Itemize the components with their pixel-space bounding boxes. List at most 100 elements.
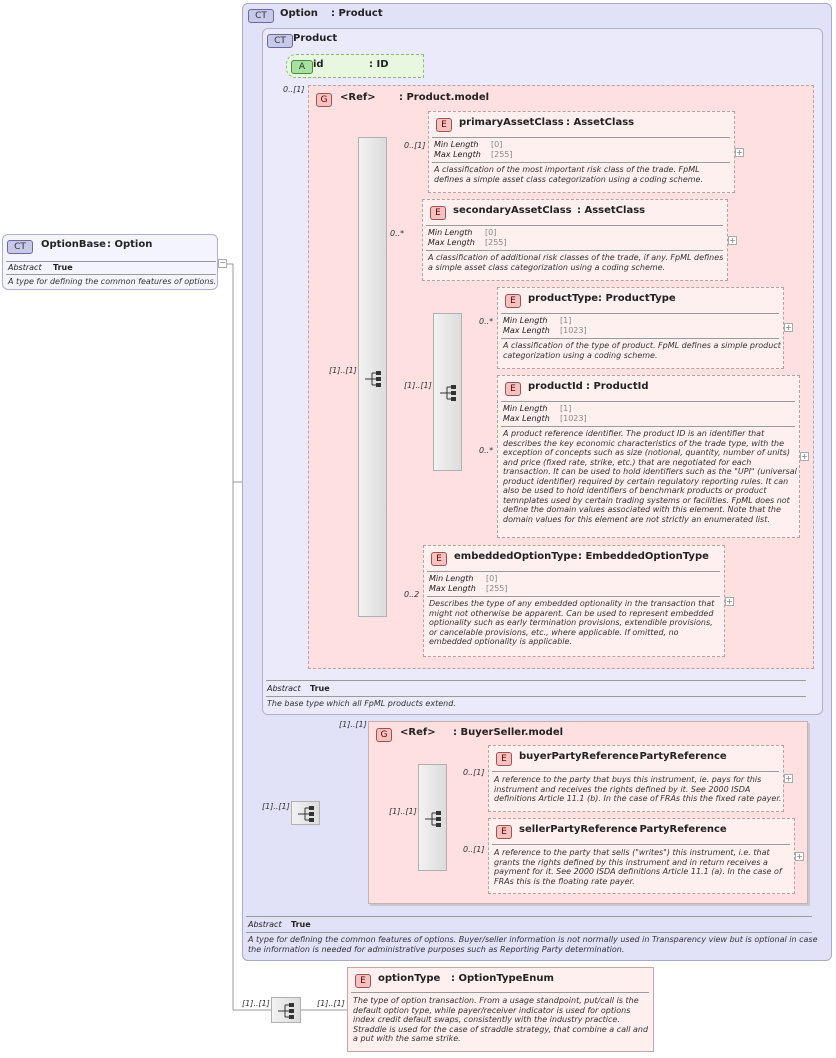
abstract-label: Abstract bbox=[248, 920, 282, 929]
element-name: sellerPartyReference bbox=[519, 824, 638, 835]
abstract-value: True bbox=[310, 684, 330, 693]
seller-party-reference-element[interactable]: E sellerPartyReference : PartyReference … bbox=[488, 818, 795, 894]
product-id-element[interactable]: E productId : ProductId Min Length [1] M… bbox=[497, 375, 800, 538]
buyer-seller-sequence[interactable] bbox=[418, 764, 447, 871]
option-type-cardinality: [1]..[1] bbox=[317, 999, 345, 1008]
option-base-name: OptionBase bbox=[41, 239, 106, 250]
element-description: A classification of the type of product.… bbox=[503, 341, 781, 360]
element-name: productType bbox=[528, 293, 599, 304]
option-type-element[interactable]: E optionType : OptionTypeEnum The type o… bbox=[347, 967, 654, 1052]
min-length-value: [1] bbox=[560, 404, 572, 413]
embedded-option-type-cardinality: 0..2 bbox=[404, 590, 420, 599]
element-name: primaryAssetClass bbox=[459, 117, 564, 128]
element-type: : AssetClass bbox=[577, 205, 646, 216]
product-name: Product bbox=[293, 33, 338, 44]
element-type: : AssetClass bbox=[566, 117, 635, 128]
secondary-asset-class-element[interactable]: E secondaryAssetClass : AssetClass Min L… bbox=[422, 199, 728, 281]
element-icon: E bbox=[505, 382, 521, 396]
product-id-sequence[interactable] bbox=[433, 313, 462, 471]
option-type-outer-cardinality: [1]..[1] bbox=[242, 999, 270, 1008]
product-model-sequence[interactable] bbox=[358, 137, 387, 617]
element-name: productId bbox=[528, 381, 583, 392]
complex-type-icon: CT bbox=[7, 240, 33, 254]
option-name: Option bbox=[280, 8, 318, 19]
option-base-type: : Option bbox=[107, 239, 153, 250]
buyer-seller-outer-sequence[interactable] bbox=[291, 801, 320, 825]
primary-asset-class-cardinality: 0..[1] bbox=[404, 141, 426, 150]
group-ref: <Ref> bbox=[400, 727, 436, 738]
element-type: : PartyReference bbox=[632, 751, 727, 762]
element-icon: E bbox=[430, 206, 446, 220]
abstract-label: Abstract bbox=[8, 263, 42, 272]
abstract-value: True bbox=[53, 263, 73, 272]
max-length-value: [255] bbox=[485, 238, 507, 247]
inner-sequence-cardinality: [1]..[1] bbox=[404, 381, 432, 390]
group-icon: G bbox=[376, 728, 392, 742]
max-length-label: Max Length bbox=[428, 238, 475, 247]
element-icon: E bbox=[496, 825, 512, 839]
min-length-label: Min Length bbox=[503, 316, 548, 325]
min-length-value: [0] bbox=[491, 140, 503, 149]
max-length-value: [1023] bbox=[560, 326, 587, 335]
element-description: A product reference identifier. The prod… bbox=[503, 429, 797, 524]
sequence-icon bbox=[425, 811, 441, 827]
collapse-toggle-icon[interactable]: − bbox=[218, 258, 227, 268]
group-ref: <Ref> bbox=[340, 92, 376, 103]
min-length-value: [0] bbox=[485, 228, 497, 237]
min-length-label: Min Length bbox=[429, 574, 474, 583]
id-attribute-box[interactable]: A id : ID bbox=[286, 54, 424, 78]
secondary-asset-class-cardinality: 0..* bbox=[390, 229, 405, 238]
id-attribute-name: id bbox=[313, 59, 324, 70]
max-length-label: Max Length bbox=[503, 414, 550, 423]
min-length-label: Min Length bbox=[434, 140, 479, 149]
max-length-value: [1023] bbox=[560, 414, 587, 423]
min-length-value: [0] bbox=[486, 574, 498, 583]
expand-icon[interactable]: + bbox=[735, 148, 744, 157]
buyer-seller-model-name: : BuyerSeller.model bbox=[453, 727, 564, 738]
buyer-seller-sequence-cardinality: [1]..[1] bbox=[389, 807, 417, 816]
expand-icon[interactable]: + bbox=[725, 597, 734, 606]
product-description: The base type which all FpML products ex… bbox=[267, 699, 456, 708]
product-type-element[interactable]: E productType : ProductType Min Length [… bbox=[497, 287, 784, 369]
element-name: optionType bbox=[378, 973, 441, 984]
min-length-value: [1] bbox=[560, 316, 572, 325]
primary-asset-class-element[interactable]: E primaryAssetClass : AssetClass Min Len… bbox=[428, 111, 735, 193]
expand-icon[interactable]: + bbox=[800, 452, 809, 461]
buyer-seller-model-cardinality: [1]..[1] bbox=[339, 720, 367, 729]
embedded-option-type-element[interactable]: E embeddedOptionType : EmbeddedOptionTyp… bbox=[423, 545, 725, 657]
element-description: A reference to the party that sells ("wr… bbox=[494, 848, 782, 886]
element-type: : EmbeddedOptionType bbox=[578, 551, 709, 562]
sequence-icon bbox=[365, 371, 381, 387]
group-icon: G bbox=[316, 93, 332, 107]
element-description: A classification of the most important r… bbox=[434, 165, 704, 184]
element-type: : ProductType bbox=[598, 293, 676, 304]
product-type-cardinality: 0..* bbox=[479, 317, 494, 326]
expand-icon[interactable]: + bbox=[728, 236, 737, 245]
sequence-icon bbox=[440, 385, 456, 401]
expand-icon[interactable]: + bbox=[784, 323, 793, 332]
max-length-value: [255] bbox=[486, 584, 508, 593]
buyer-party-reference-element[interactable]: E buyerPartyReference : PartyReference A… bbox=[488, 745, 784, 812]
product-model-cardinality: 0..[1] bbox=[283, 85, 305, 94]
sequence-icon bbox=[278, 1003, 294, 1019]
option-type: : Product bbox=[331, 8, 383, 19]
max-length-label: Max Length bbox=[429, 584, 476, 593]
element-name: buyerPartyReference bbox=[519, 751, 639, 762]
element-icon: E bbox=[496, 752, 512, 766]
buyer-party-reference-cardinality: 0..[1] bbox=[463, 768, 485, 777]
option-type-sequence[interactable] bbox=[271, 997, 301, 1023]
min-length-label: Min Length bbox=[428, 228, 473, 237]
element-description: A classification of additional risk clas… bbox=[428, 253, 724, 272]
element-icon: E bbox=[436, 118, 452, 132]
element-icon: E bbox=[431, 552, 447, 566]
product-id-cardinality: 0..* bbox=[479, 446, 494, 455]
element-type: : PartyReference bbox=[632, 824, 727, 835]
abstract-value: True bbox=[291, 920, 311, 929]
attribute-icon: A bbox=[291, 60, 313, 74]
expand-icon[interactable]: + bbox=[795, 852, 804, 861]
id-attribute-type: : ID bbox=[369, 59, 389, 70]
complex-type-icon: CT bbox=[267, 34, 293, 48]
expand-icon[interactable]: + bbox=[784, 774, 793, 783]
max-length-value: [255] bbox=[491, 150, 513, 159]
option-base-type-box[interactable]: CT OptionBase : Option Abstract True A t… bbox=[2, 234, 218, 290]
